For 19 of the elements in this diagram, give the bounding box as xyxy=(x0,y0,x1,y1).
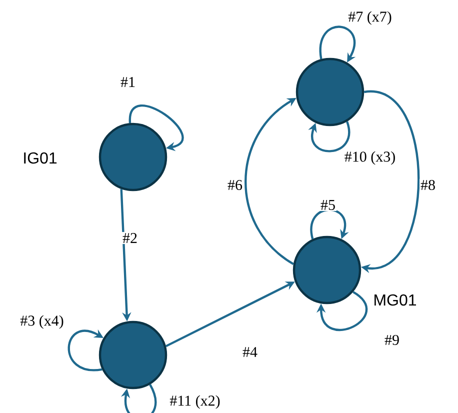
node-label: IG01 xyxy=(24,152,57,164)
edge-label: #10 (x3) xyxy=(343,150,397,166)
arrow xyxy=(308,121,350,152)
edge-label: #3 (x4) xyxy=(19,314,65,330)
node-label: MG01 xyxy=(374,294,416,306)
edge-label: #7 (x7) xyxy=(347,10,393,26)
arrow xyxy=(316,291,368,332)
edge-label: #2 xyxy=(122,232,138,244)
arrow xyxy=(120,384,157,413)
edge-label: #8 xyxy=(420,178,436,192)
edge-label: #11 (x2) xyxy=(168,394,222,410)
edge-label: #5 xyxy=(320,199,336,211)
arrow xyxy=(310,208,349,240)
edge-label: #4 xyxy=(242,346,258,358)
edge-label: #1 xyxy=(120,76,136,88)
state-circle xyxy=(98,320,168,390)
state-circle xyxy=(296,58,364,126)
edge-label: #9 xyxy=(384,334,400,346)
edge-label: #6 xyxy=(226,178,244,192)
